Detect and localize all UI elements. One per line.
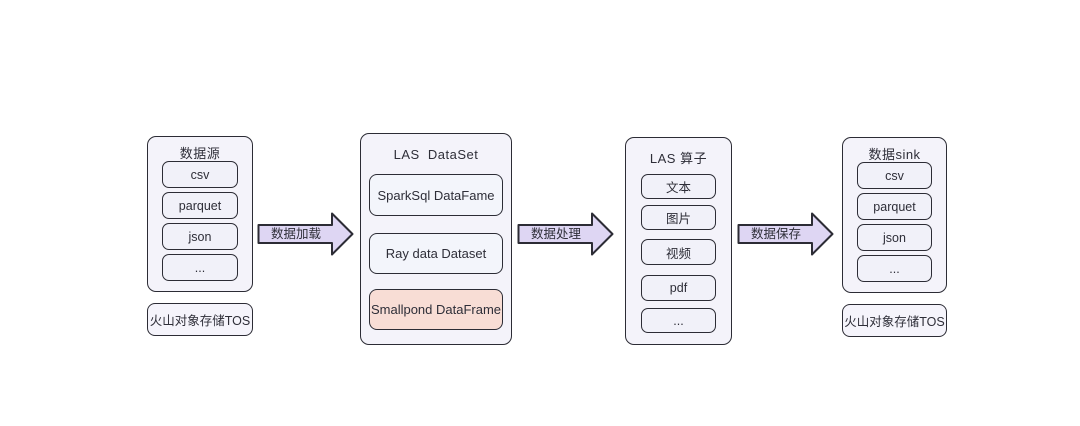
arrow-data-save-label: 数据保存 — [750, 227, 801, 241]
dataset-item-smallpond: Smallpond DataFrame — [369, 289, 503, 330]
arrow-data-load-label: 数据加载 — [270, 227, 321, 241]
arrow-data-process: 数据处理 — [517, 211, 614, 257]
panel-data-sink: 数据sink csv parquet json ... — [842, 137, 947, 293]
dataset-item-sparksql: SparkSql DataFame — [369, 174, 503, 216]
source-item-parquet: parquet — [162, 192, 238, 219]
operator-item-pdf: pdf — [641, 275, 716, 301]
panel-las-operator: LAS 算子 文本 图片 视频 pdf ... — [625, 137, 732, 345]
panel-las-operator-title: LAS 算子 — [649, 151, 708, 166]
arrow-data-load: 数据加载 — [257, 211, 354, 257]
panel-data-source: 数据源 csv parquet json ... — [147, 136, 253, 292]
source-item-more: ... — [162, 254, 238, 281]
storage-tos-sink: 火山对象存储TOS — [842, 304, 947, 337]
source-item-csv: csv — [162, 161, 238, 188]
operator-item-video: 视频 — [641, 239, 716, 265]
sink-item-json: json — [857, 224, 932, 251]
panel-data-sink-title: 数据sink — [868, 147, 921, 162]
panel-las-dataset-title: LAS DataSet — [393, 147, 479, 162]
operator-item-image: 图片 — [641, 205, 716, 230]
arrow-data-process-label: 数据处理 — [530, 227, 581, 241]
sink-item-parquet: parquet — [857, 193, 932, 220]
arrow-right-icon — [737, 212, 834, 256]
source-item-json: json — [162, 223, 238, 250]
dataset-item-ray: Ray data Dataset — [369, 233, 503, 274]
panel-data-source-title: 数据源 — [179, 146, 221, 161]
arrow-right-icon — [257, 212, 354, 256]
operator-item-text: 文本 — [641, 174, 716, 199]
panel-las-dataset: LAS DataSet SparkSql DataFame Ray data D… — [360, 133, 512, 345]
arrow-data-save: 数据保存 — [737, 211, 834, 257]
operator-item-more: ... — [641, 308, 716, 333]
sink-item-more: ... — [857, 255, 932, 282]
arrow-right-icon — [517, 212, 614, 256]
storage-tos-source: 火山对象存储TOS — [147, 303, 253, 336]
sink-item-csv: csv — [857, 162, 932, 189]
